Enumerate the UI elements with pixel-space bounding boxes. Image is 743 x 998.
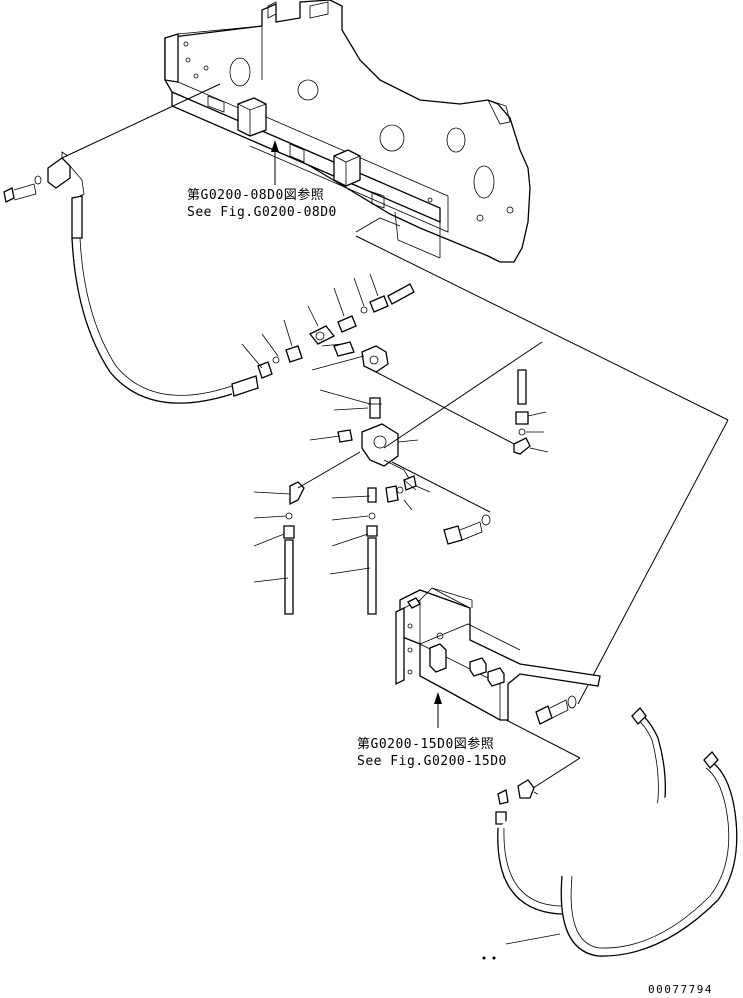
left-long-hose: [71, 237, 233, 404]
lower-bracket-assembly: [395, 587, 601, 725]
mark-dot: [482, 956, 486, 960]
upper-frame-assembly: [164, 0, 531, 263]
left-bolt-fitting: [3, 83, 221, 239]
ref-label-lower-en: See Fig.G0200-15D0: [357, 754, 507, 769]
ref-label-lower-jp: 第G0200-15D0図参照: [357, 736, 494, 752]
ref-label-upper-jp: 第G0200-08D0図参照: [187, 187, 324, 203]
reference-arrow-upper: [271, 140, 279, 185]
callout-leaders: [241, 273, 561, 945]
mark-dot: [492, 956, 496, 960]
reference-arrow-lower: [434, 692, 442, 728]
lower-right-hoses: [495, 707, 738, 957]
right-small-fittings: [513, 369, 531, 455]
ref-label-upper-en: See Fig.G0200-08D0: [187, 205, 337, 220]
assembly-guide-lines: [297, 235, 729, 791]
drawing-number: 00077794: [648, 983, 713, 996]
lower-left-hoses: [283, 487, 378, 615]
center-fitting-stack: [231, 283, 491, 545]
